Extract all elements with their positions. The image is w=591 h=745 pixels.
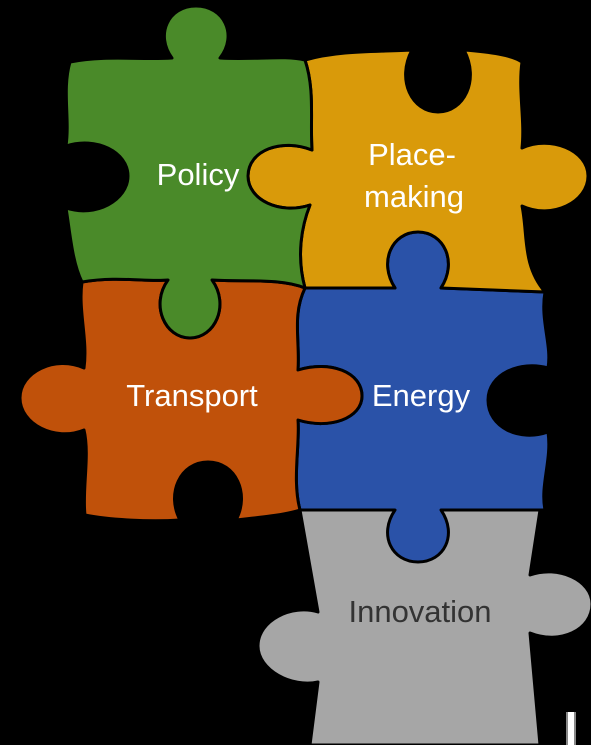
label-transport: Transport — [126, 378, 258, 413]
label-policy: Policy — [157, 157, 240, 192]
label-placemaking-2: making — [364, 179, 464, 214]
corner-fragment — [566, 712, 576, 745]
label-energy: Energy — [372, 378, 471, 413]
label-innovation: Innovation — [348, 594, 491, 629]
label-placemaking: Place- — [368, 137, 456, 172]
puzzle-piece-policy — [64, 4, 314, 340]
